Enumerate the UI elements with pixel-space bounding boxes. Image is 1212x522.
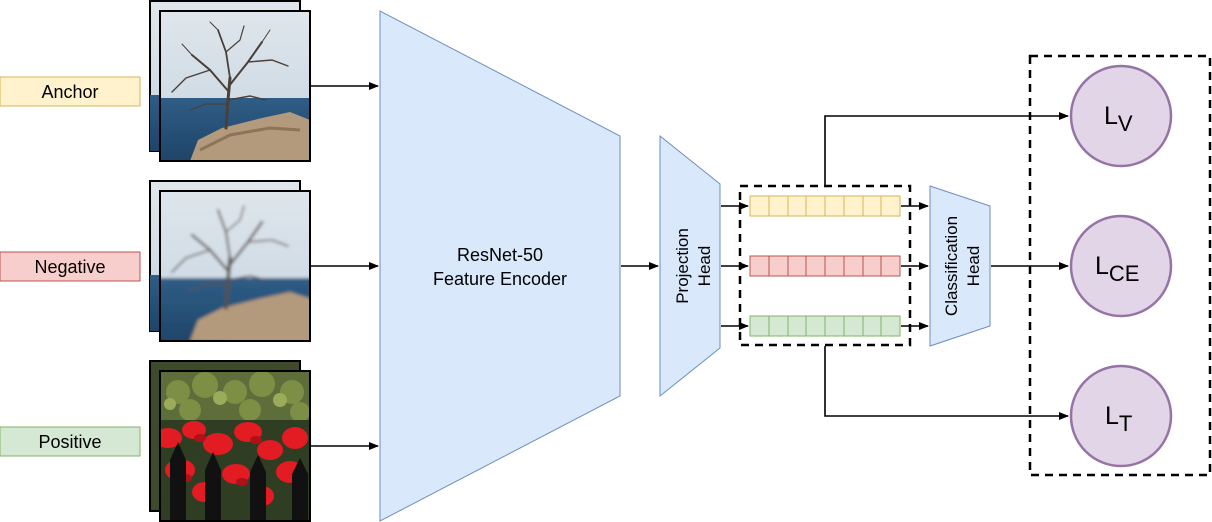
loss-lv-main: L xyxy=(1104,102,1118,130)
loss-lt-node: LT xyxy=(1069,364,1173,468)
loss-lce-node: LCE xyxy=(1069,214,1173,318)
resnet-encoder-block: ResNet-50 Feature Encoder xyxy=(379,10,621,522)
positive-embedding-vector xyxy=(749,315,901,337)
classification-head-block: Classification Head xyxy=(929,185,991,347)
embeddings-to-lt-arrow xyxy=(824,346,1069,420)
negative-label: Negative xyxy=(34,257,105,277)
encoder-title-line2: Feature Encoder xyxy=(433,269,567,289)
loss-lce-sub: CE xyxy=(1109,261,1140,286)
loss-lv-node: LV xyxy=(1069,64,1173,168)
classification-head-line2: Head xyxy=(964,246,983,287)
positive-label: Positive xyxy=(38,432,101,452)
svg-text:LCE: LCE xyxy=(1095,252,1139,286)
anchor-image xyxy=(160,11,310,161)
losses-dashed-group xyxy=(1028,54,1212,477)
projection-head-line2: Head xyxy=(695,246,714,287)
classification-head-line1: Classification xyxy=(942,216,961,316)
positive-label-box: Positive xyxy=(0,426,141,457)
svg-text:LV: LV xyxy=(1104,102,1133,136)
loss-lce-main: L xyxy=(1095,252,1109,280)
embeddings-to-lv-arrow xyxy=(824,112,1069,186)
encoder-title-line1: ResNet-50 xyxy=(457,245,543,265)
negative-label-box: Negative xyxy=(0,251,141,282)
anchor-embedding-vector xyxy=(749,195,901,217)
svg-text:LT: LT xyxy=(1105,402,1132,436)
positive-image-stack xyxy=(149,360,311,522)
loss-lv-sub: V xyxy=(1118,111,1133,136)
projection-head-line1: Projection xyxy=(673,228,692,304)
negative-image-stack xyxy=(149,180,311,342)
loss-lt-sub: T xyxy=(1119,411,1132,436)
anchor-label: Anchor xyxy=(41,82,98,102)
positive-image xyxy=(160,371,310,521)
negative-embedding-vector xyxy=(749,255,901,277)
projection-head-block: Projection Head xyxy=(659,134,721,398)
negative-image xyxy=(160,191,310,341)
anchor-image-stack xyxy=(149,0,311,162)
anchor-label-box: Anchor xyxy=(0,76,141,107)
loss-lt-main: L xyxy=(1105,402,1119,430)
